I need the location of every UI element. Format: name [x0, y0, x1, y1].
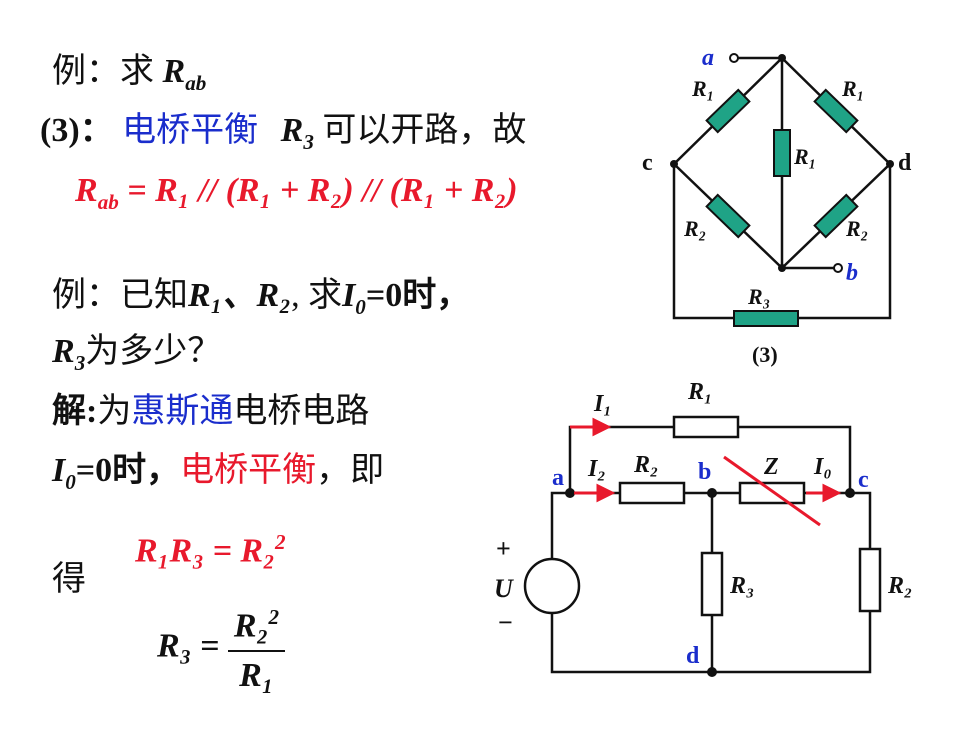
- r3-symbol-2: R3: [52, 333, 86, 375]
- solution-for: 为: [97, 393, 132, 430]
- resistor-r3: [733, 310, 799, 327]
- terminal-a: [729, 53, 739, 63]
- node-b-label: b: [846, 260, 858, 286]
- z-strike-line: [723, 455, 821, 527]
- label-r1-right: R₁: [841, 76, 864, 101]
- example2-line1: 例：已知R₁、R₂, 求I0=0时，: [52, 276, 470, 327]
- voltage-source: [523, 557, 581, 615]
- bridge-circuit-diagram: a b c d R₁ R₁ R₁ R₂ R₂ R₃ (3): [642, 45, 912, 367]
- example1-conclusion: 可以开路，故: [322, 112, 527, 149]
- diagram-caption: (3): [752, 342, 778, 367]
- label-plus: +: [496, 534, 511, 563]
- label-minus: −: [498, 608, 513, 637]
- label-r1-left: R₁: [691, 76, 714, 101]
- resistor-a-d: [813, 88, 859, 134]
- example1-formula: Rab = R₁ // (R₁ + R₂) // (R₁ + R₂): [75, 172, 518, 214]
- wheatstone-phrase: 惠斯通: [131, 393, 234, 430]
- resistor-r2-top: [618, 481, 686, 505]
- condition-line: I0=0时，电桥平衡，即: [52, 451, 384, 502]
- wire-a-source: [550, 491, 570, 559]
- resistor-r3: [700, 551, 724, 617]
- label-u: U: [494, 574, 514, 603]
- node-a-label: a: [552, 465, 564, 491]
- label-i2: I₂: [587, 456, 606, 482]
- arrow-i0-head: [822, 483, 842, 503]
- i0-symbol: I0: [342, 277, 366, 319]
- r3-symbol: R3: [280, 112, 314, 154]
- r3-fraction: R₂2 R₁: [227, 595, 285, 698]
- balance-equation: R₁R₃ = R₂2: [135, 530, 286, 570]
- resistor-d-b: [813, 193, 859, 239]
- junction-bottom: [778, 264, 786, 272]
- example2-line2: R3为多少？: [52, 332, 221, 383]
- example2-prefix: 例：已知: [52, 277, 188, 314]
- solution-tail: 电桥电路: [233, 393, 370, 430]
- resistor-a-b: [773, 129, 791, 177]
- label-i0: I₀: [813, 454, 832, 480]
- condition-end: ，即: [316, 452, 385, 489]
- example2-ask-intro: , 求: [291, 277, 343, 314]
- condition-tail: =0时，: [75, 452, 181, 489]
- example1-target: Rab: [162, 53, 207, 95]
- condition-balance: 电桥平衡: [180, 452, 317, 489]
- node-d-label: d: [898, 150, 912, 176]
- label-r3: R₃: [747, 284, 770, 309]
- node-b-dot: [707, 488, 717, 498]
- label-r2-left: R₂: [683, 216, 706, 241]
- node-a-dot: [565, 488, 575, 498]
- wheatstone-bridge-diagram: I₁ R₁ I₂ R₂ a b Z I₀ c + U − R₃ R₂ d: [494, 379, 912, 677]
- example1-prefix: 例：求: [52, 53, 154, 90]
- node-c-label: c: [642, 150, 653, 176]
- resistor-z: [738, 481, 806, 505]
- example2-ask-tail: =0时，: [365, 277, 471, 314]
- wire-c-r2: [850, 491, 872, 549]
- arrow-i1-head: [592, 417, 612, 437]
- de-label: 得: [52, 561, 86, 598]
- i0-symbol-2: I0: [52, 452, 76, 494]
- node-d-dot: [886, 160, 894, 168]
- resistor-c-b: [705, 193, 751, 239]
- node-c-dot: [670, 160, 678, 168]
- label-r1-middle: R₁: [793, 144, 816, 169]
- node-b-label: b: [698, 459, 711, 485]
- junction-top: [778, 54, 786, 62]
- node-d-label: d: [686, 643, 700, 669]
- r3-solution: R₃ = R₂2 R₁: [157, 595, 285, 698]
- bridge-balance-phrase: 电桥平衡: [122, 112, 259, 149]
- resistor-r2-right: [858, 547, 882, 613]
- resistor-r1: [672, 415, 740, 439]
- label-r2-right: R₂: [845, 216, 868, 241]
- wire-i1-right: [738, 425, 852, 493]
- label-i1: I₁: [593, 391, 612, 417]
- node-a-label: a: [702, 45, 714, 71]
- solution-line: 解:为惠斯通电桥电路: [52, 392, 369, 432]
- label-z: Z: [763, 454, 779, 480]
- label-r2-top: R₂: [633, 452, 658, 478]
- resistor-a-c: [705, 88, 751, 134]
- node-c-dot: [845, 488, 855, 498]
- arrow-i2-head: [596, 483, 616, 503]
- node-c-label: c: [858, 467, 869, 493]
- example1-line1: 例：求 Rab: [52, 52, 206, 103]
- example1-line2: (3)： 电桥平衡 R3 可以开路，故: [40, 111, 526, 162]
- label-r1: R₁: [687, 379, 712, 405]
- solution-prefix: 解:: [52, 393, 98, 430]
- label-r3: R₃: [729, 573, 754, 599]
- example2-question: 为多少？: [85, 333, 222, 370]
- terminal-b: [833, 263, 843, 273]
- case-label: (3)：: [40, 112, 114, 149]
- label-r2-right: R₂: [887, 573, 912, 599]
- node-d-dot: [707, 667, 717, 677]
- example2-given: R₁、R₂: [188, 277, 292, 314]
